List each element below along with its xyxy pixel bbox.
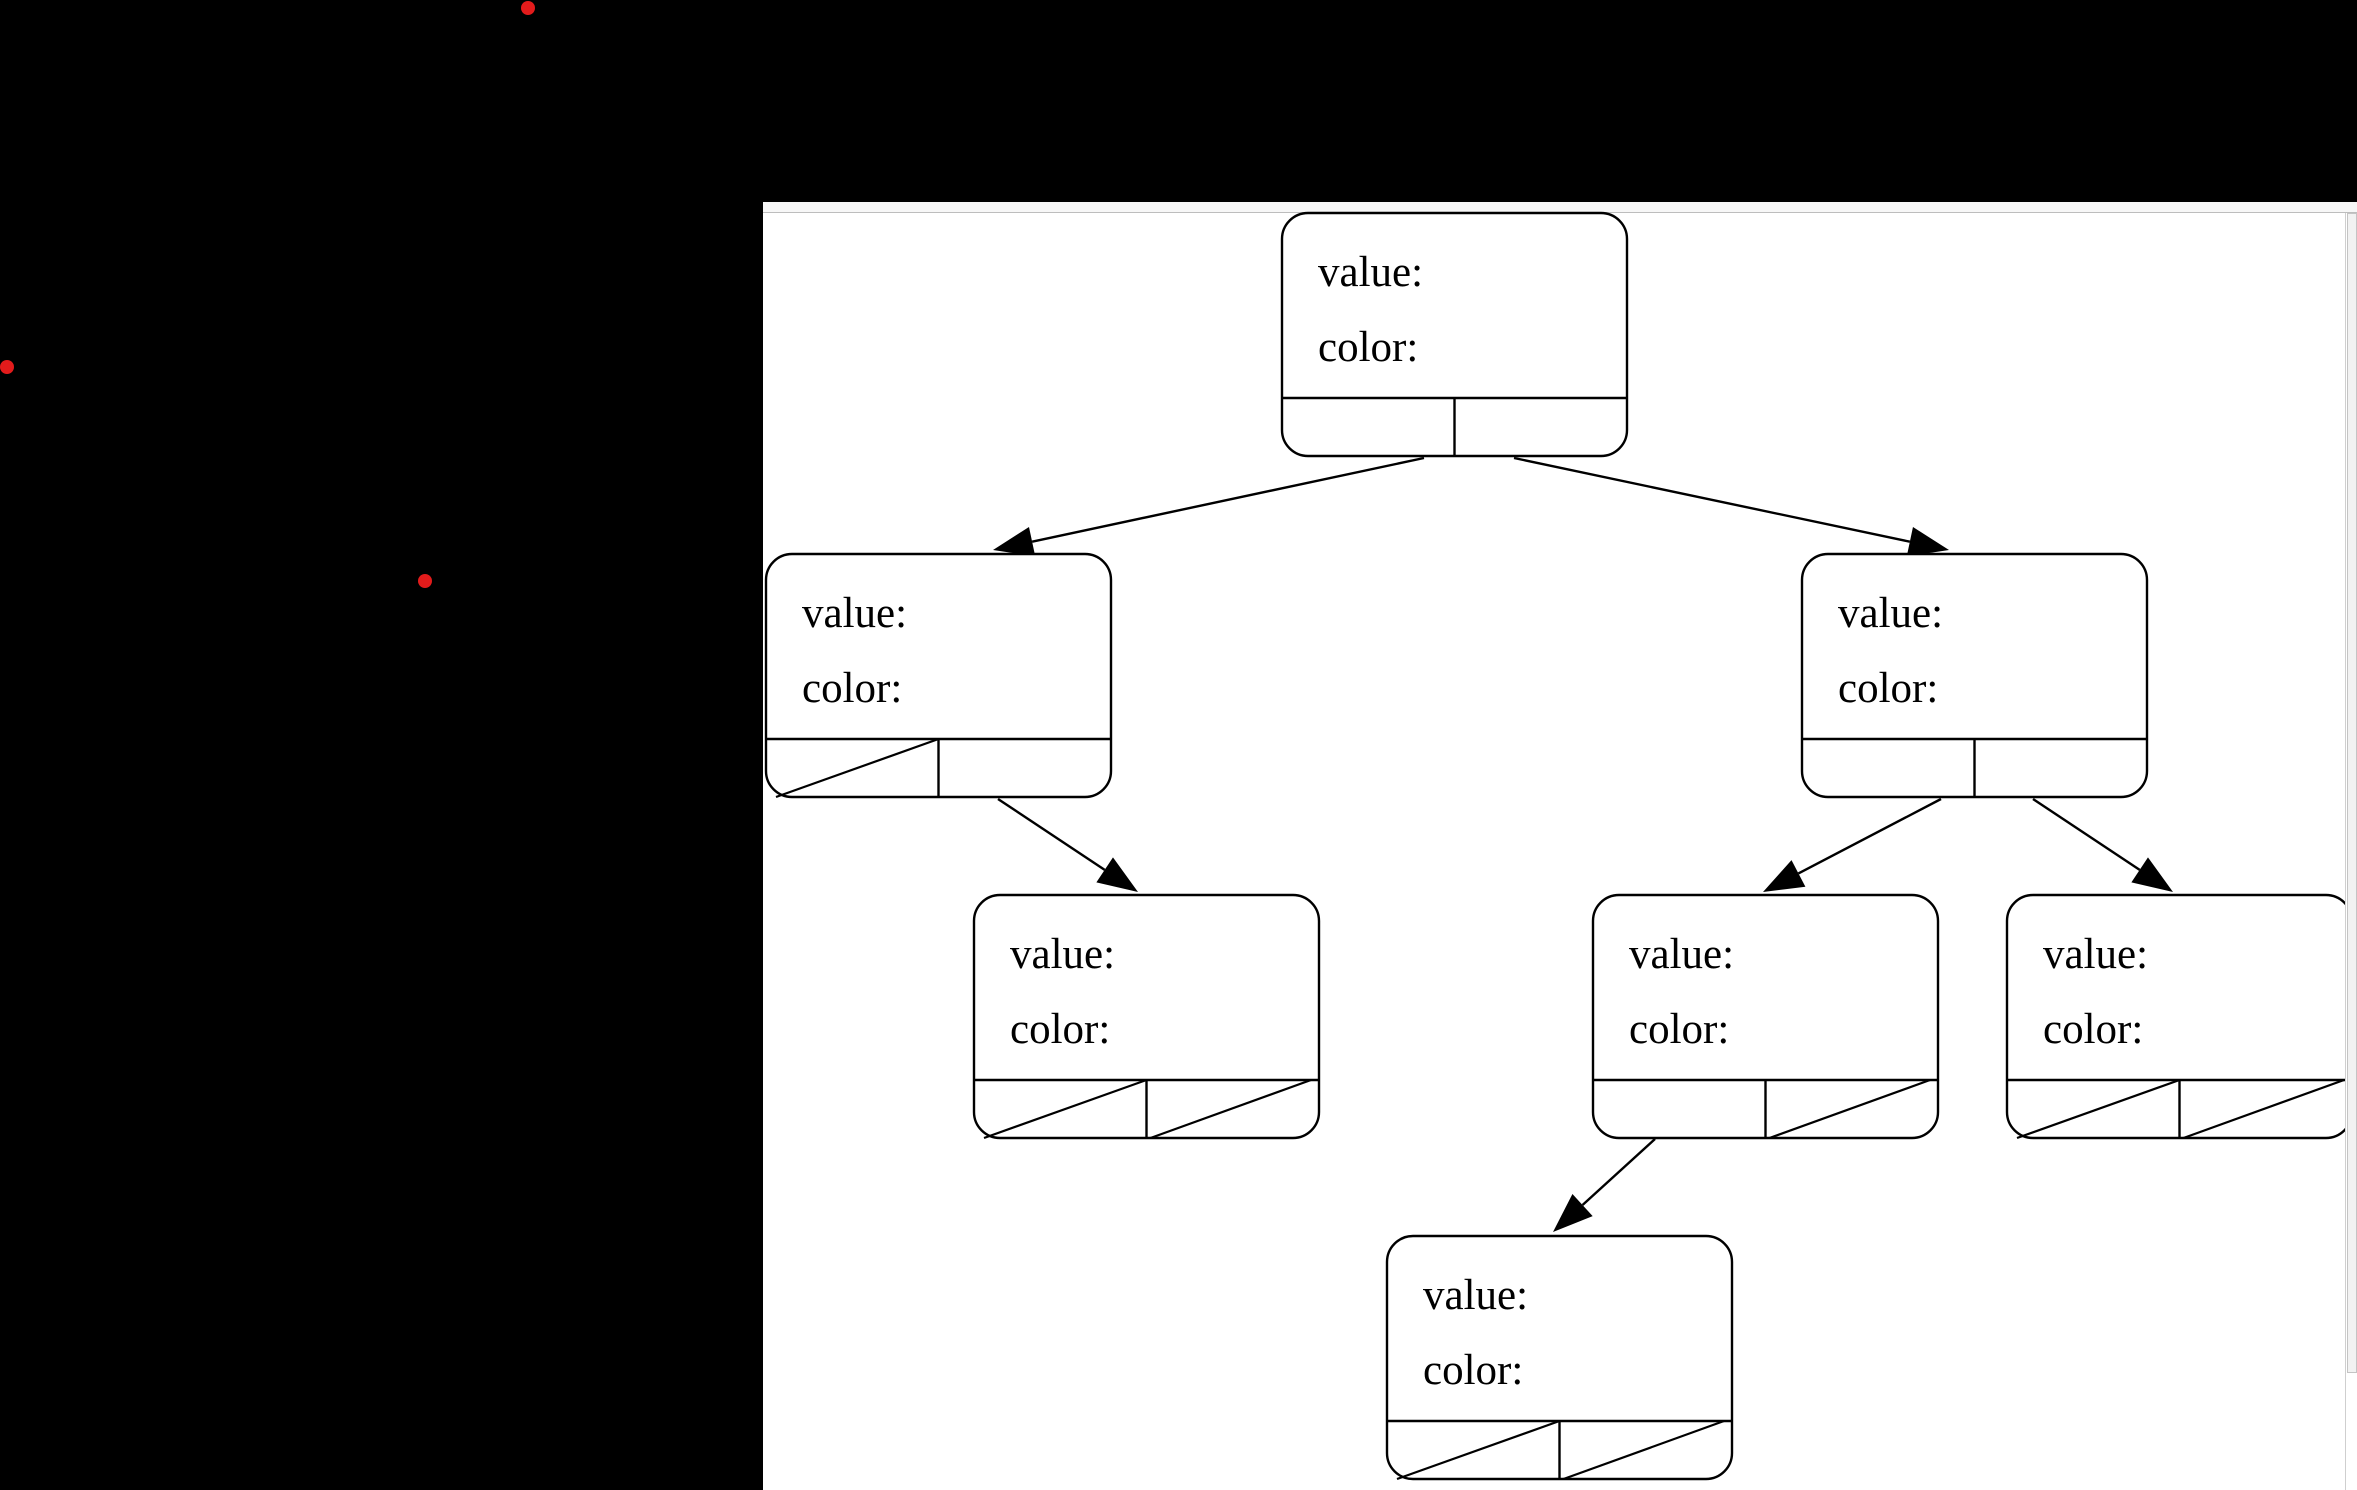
edge-root-to-right-child-line [1513,456,1911,543]
edge-root-to-left-child-line [1031,456,1425,543]
tree-node-right-child-right-left-null-slash [2016,1078,2180,1140]
edge-right-child-left-to-leaf-line [1581,1138,1656,1206]
edge-left-child-to-right [997,798,1138,892]
marker-dot-middle [418,574,432,588]
marker-dot-top [521,1,535,15]
edge-right-child-right [2032,798,2173,892]
tree-node-deep-leaf-right-null-slash [1563,1419,1725,1481]
vertical-scrollbar[interactable] [2345,213,2357,1490]
tree-node-right-child[interactable]: value: color: [1800,552,2149,799]
tree-node-right-child-right-color-label: color: [2043,1006,2143,1053]
edge-root-to-right-child-arrowhead [1906,527,1949,557]
tree-node-right-child-right-value-label: value: [2043,931,2148,978]
tree-node-right-child-left-value-label: value: [1629,931,1734,978]
tree-node-right-child-right[interactable]: value: color: [2005,893,2354,1140]
tree-node-left-child-right[interactable]: value: color: [972,893,1321,1140]
tree-node-left-child-right-left-null-slash [983,1078,1147,1140]
tree-node-right-child-right-right-null-slash [2183,1078,2345,1140]
tree-node-left-child[interactable]: value: color: [764,552,1113,799]
edge-right-child-left-arrowhead [1763,860,1806,892]
edge-left-child-to-right-arrowhead [1096,857,1138,892]
tree-node-deep-leaf-value-label: value: [1423,1272,1528,1319]
tree-node-right-child-left-color-label: color: [1629,1006,1729,1053]
edge-right-child-right-arrowhead [2131,857,2173,892]
tree-node-deep-leaf[interactable]: value: color: [1385,1234,1734,1481]
edge-right-child-right-line [2032,798,2141,871]
tree-node-left-child-right-right-null-slash [1150,1078,1312,1140]
tree-node-left-child-left-null-slash [775,737,939,799]
edge-right-child-left-to-leaf-arrowhead [1553,1193,1593,1232]
tree-node-root-value-label: value: [1318,249,1423,296]
tree-node-right-child-color-label: color: [1838,665,1938,712]
scrollbar-thumb[interactable] [2347,213,2357,1373]
tree-node-left-child-right-value-label: value: [1010,931,1115,978]
tree-node-right-child-value-label: value: [1838,590,1943,637]
diagram-panel: value:color:value:color:value:color:valu… [763,202,2357,1490]
binary-tree-diagram: value:color:value:color:value:color:valu… [764,211,2354,1481]
tree-node-deep-leaf-color-label: color: [1423,1347,1523,1394]
marker-dot-left [0,360,14,374]
tree-node-left-child-color-label: color: [802,665,902,712]
edge-root-to-left-child-arrowhead [993,526,1036,557]
edges-layer [993,456,2173,1232]
edge-right-child-left [1763,797,1942,892]
tree-node-root-color-label: color: [1318,324,1418,371]
tree-node-root[interactable]: value: color: [1280,211,1629,458]
edge-root-to-left-child [993,456,1425,557]
tree-node-deep-leaf-left-null-slash [1396,1419,1560,1481]
nodes-layer: value:color:value:color:value:color:valu… [764,211,2354,1481]
tree-node-left-child-right-color-label: color: [1010,1006,1110,1053]
tree-node-right-child-left-right-null-slash [1769,1078,1931,1140]
edge-root-to-right-child [1513,456,1949,557]
tree-node-right-child-left[interactable]: value: color: [1591,893,1940,1140]
edge-right-child-left-line [1797,797,1942,875]
edge-left-child-to-right-line [997,798,1106,871]
tree-node-left-child-value-label: value: [802,590,907,637]
edge-right-child-left-to-leaf [1553,1138,1656,1232]
